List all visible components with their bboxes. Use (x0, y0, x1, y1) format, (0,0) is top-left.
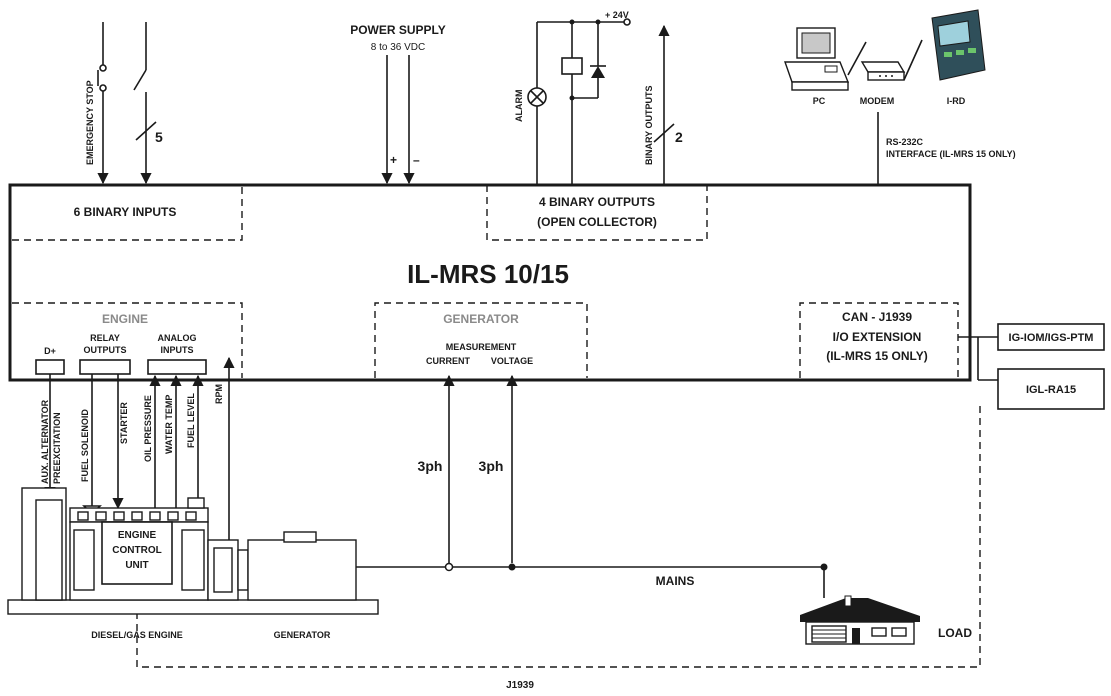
binary-outputs-region (486, 185, 708, 241)
ecu-box (101, 521, 173, 585)
can-label-3: (IL-MRS 15 ONLY) (826, 349, 928, 363)
binary-outputs-slash (653, 123, 675, 143)
inputs-count: 5 (155, 129, 163, 145)
ird-label: I-RD (947, 96, 966, 106)
pc-label: PC (813, 96, 826, 106)
diesel-engine-drawing (7, 487, 379, 615)
generator-region (374, 302, 588, 378)
pc-modem-separator (847, 41, 867, 76)
controller-box (8, 183, 972, 382)
analog-label-1: ANALOG (158, 333, 197, 343)
ecu-label-3: UNIT (125, 560, 148, 571)
engine-region (12, 302, 243, 378)
generator-drawing (237, 531, 357, 601)
fuel-solenoid-label: FUEL SOLENOID (80, 409, 90, 482)
voltage-label: VOLTAGE (491, 356, 533, 366)
binary-inputs-region (12, 185, 243, 241)
power-range-label: 8 to 36 VDC (371, 42, 425, 53)
aux-alternator-label-2: PREEXCITATION (52, 412, 62, 484)
can-label-1: CAN - J1939 (842, 310, 912, 324)
engine-label: ENGINE (102, 312, 148, 326)
pc-icon (784, 27, 850, 91)
alarm-label: ALARM (514, 90, 524, 123)
load-label: LOAD (938, 626, 972, 640)
load-house-icon (800, 595, 920, 645)
power-plus-sign: + (390, 153, 397, 167)
generator-drawing-label: GENERATOR (274, 630, 331, 640)
emergency-stop-label: EMERGENCY STOP (85, 80, 95, 165)
measurement-label: MEASUREMENT (446, 342, 517, 352)
three-ph-current: 3ph (418, 458, 443, 474)
rs232-label-2: INTERFACE (IL-MRS 15 ONLY) (886, 149, 1016, 159)
fuel-level-label: FUEL LEVEL (186, 393, 196, 448)
controller-title: IL-MRS 10/15 (407, 259, 569, 289)
can-region (799, 302, 959, 378)
ra15-module-box (997, 368, 1105, 410)
binary-inputs-switch (133, 22, 157, 185)
relay-label-1: RELAY (90, 333, 120, 343)
aux-alternator-label-1: AUX. ALTERNATOR (40, 399, 50, 484)
modem-ird-separator (903, 39, 923, 81)
ecu-label-2: CONTROL (112, 545, 161, 556)
load-tap (820, 563, 828, 571)
plus-24v-label: + 24V (605, 10, 629, 20)
diesel-engine-label: DIESEL/GAS ENGINE (91, 630, 183, 640)
binary-outputs-label: BINARY OUTPUTS (644, 85, 654, 165)
power-minus-sign: – (413, 153, 420, 167)
three-ph-voltage: 3ph (479, 458, 504, 474)
ird-icon (931, 9, 986, 81)
voltage-tap (508, 563, 516, 571)
binary-inputs-label: 6 BINARY INPUTS (74, 205, 177, 219)
relay-label-2: OUTPUTS (83, 345, 126, 355)
ra15-module-label: IGL-RA15 (1026, 384, 1076, 396)
j1939-bus (136, 404, 981, 668)
d-plus-label: D+ (44, 346, 56, 356)
power-supply-label: POWER SUPPLY (350, 23, 446, 37)
iom-module-label: IG-IOM/IGS-PTM (1009, 332, 1094, 344)
j1939-label: J1939 (506, 680, 534, 691)
binary-outputs-label-2: (OPEN COLLECTOR) (537, 215, 657, 229)
analog-inputs-box (147, 359, 207, 375)
ecu-label-1: ENGINE (118, 530, 157, 541)
modem-icon (860, 61, 906, 81)
emergency-stop-switch (97, 22, 109, 185)
starter-label: STARTER (119, 402, 129, 444)
oil-pressure-label: OIL PRESSURE (143, 395, 153, 462)
rpm-label: RPM (214, 384, 224, 404)
binary-outputs-label-1: 4 BINARY OUTPUTS (539, 195, 655, 209)
current-tap (444, 562, 454, 572)
can-label-2: I/O EXTENSION (833, 330, 922, 344)
relay-outputs-box (79, 359, 131, 375)
outputs-count: 2 (675, 129, 683, 145)
mains-label: MAINS (656, 574, 695, 588)
generator-label: GENERATOR (443, 312, 519, 326)
current-label: CURRENT (426, 356, 471, 366)
analog-label-2: INPUTS (160, 345, 193, 355)
rs232-label-1: RS-232C (886, 137, 924, 147)
alarm-circuit (527, 18, 631, 185)
water-temp-label: WATER TEMP (164, 395, 174, 454)
modem-label: MODEM (860, 96, 895, 106)
d-plus-box (35, 359, 65, 375)
